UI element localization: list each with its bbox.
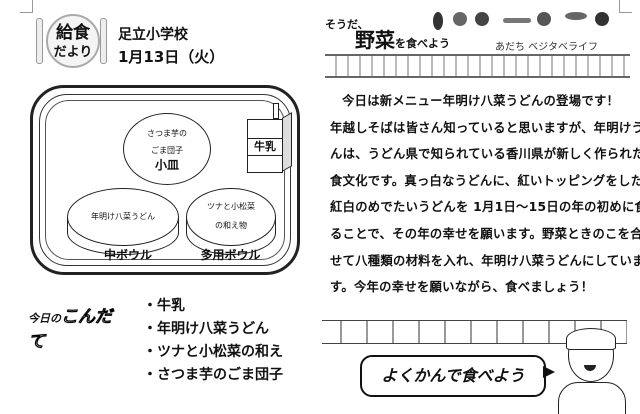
straw-icon [273, 103, 279, 119]
eggplant-icon [433, 12, 443, 30]
vegetable-characters-strip [325, 54, 630, 78]
body-line: 今日は新メニュー年明け八菜うどんの登場です！ [342, 94, 620, 108]
banner-prefix: そうだ、 [325, 18, 369, 31]
body-line: んは、うどん県で知られている香川県が新しく作られた [330, 147, 640, 162]
menu-title-main: こんだて [28, 307, 113, 353]
milk-label: 牛乳 [248, 138, 282, 156]
crop-mark [20, 0, 33, 13]
chew-well-speech-bubble: よくかんで食べよう [360, 355, 546, 397]
eat-vegetables-banner: そうだ、 野菜を食べよう あだち ベジタベライフ [325, 10, 630, 78]
speech-bubble-tail [543, 366, 555, 378]
broccoli-icon [475, 12, 489, 26]
body-line: せて八種類の材料を入れ、年明け八菜うどんにしていま [330, 253, 640, 268]
banner-title-main: 野菜 [355, 28, 395, 52]
menu-item: ・年明け八菜うどん [143, 321, 269, 337]
tray-rim-inner [45, 100, 285, 260]
article-body: 今日は新メニュー年明け八菜うどんの登場です！ 年越しそばは皆さん知っていると思い… [330, 86, 640, 299]
lunch-tray-diagram: さつま芋の ごま団子 小皿 年明け八菜うどん 中ボウル ツナと小松菜 の和え物 … [30, 85, 300, 275]
menu-item: ・牛乳 [143, 298, 185, 314]
medium-bowl-food: 年明け八菜うどん [91, 212, 155, 221]
nutritionist-illustration [556, 328, 626, 414]
logo-title: 給食 [56, 23, 90, 43]
multi-purpose-bowl: ツナと小松菜 の和え物 [186, 188, 276, 246]
issue-date: 1月13日（火） [118, 48, 225, 66]
body-line: 食文化です。真っ白なうどんに、紅いトッピングをした [330, 173, 640, 188]
menu-item: ・ツナと小松菜の和え [143, 344, 283, 360]
person-body [558, 382, 626, 414]
multi-bowl-label: 多用ボウル [200, 248, 261, 262]
pepper-icon [595, 12, 609, 26]
body-line: 紅白のめでたいうどんを 1月1日～15日の年の初めに食べ [330, 200, 640, 215]
milk-carton: 牛乳 [247, 103, 292, 173]
crop-mark [619, 0, 632, 13]
medium-bowl: 年明け八菜うどん [67, 188, 179, 246]
todays-menu-title: 今日のこんだて [28, 302, 128, 353]
person-hair [566, 328, 616, 350]
tray-rim [39, 94, 291, 266]
cucumber-icon [565, 12, 587, 20]
body-line: ることで、その年の幸せを願います。野菜ときのこを合わ [330, 226, 640, 241]
menu-list: ・牛乳 ・年明け八菜うどん ・ツナと小松菜の和え ・さつま芋のごま団子 [143, 292, 283, 384]
onion-icon [453, 12, 467, 26]
beet-icon [537, 12, 551, 26]
body-line: す。今年の幸せを願いながら、食べましょう！ [330, 280, 594, 295]
green-onion-icon [503, 18, 531, 23]
banner-subtitle: あだち ベジタベライフ [495, 42, 598, 53]
carton-side [282, 112, 292, 172]
plate-icon [46, 14, 100, 68]
banner-title: 野菜を食べよう [355, 24, 450, 53]
fork-icon [36, 18, 43, 64]
small-plate-food: さつま芋の [147, 129, 187, 138]
school-name: 足立小学校 [118, 27, 188, 43]
menu-title-prefix: 今日の [28, 312, 61, 325]
body-line: 年越しそばは皆さん知っていると思いますが、年明けうど [330, 120, 640, 135]
small-plate-food: ごま団子 [151, 146, 183, 155]
logo-subtitle: だより [53, 45, 93, 60]
medium-bowl-label: 中ボウル [103, 248, 152, 262]
person-mouth [584, 365, 596, 371]
small-plate-label: 小皿 [154, 158, 179, 172]
knife-icon [100, 18, 107, 64]
multi-bowl-food: ツナと小松菜 [207, 202, 255, 211]
banner-title-suffix: を食べよう [395, 37, 450, 50]
menu-item: ・さつま芋のごま団子 [143, 367, 283, 383]
kyushoku-dayori-logo: 給食 だより [36, 14, 107, 68]
carton-front: 牛乳 [247, 119, 283, 173]
multi-bowl-food: の和え物 [215, 221, 247, 230]
small-plate: さつま芋の ごま団子 小皿 [123, 113, 211, 185]
